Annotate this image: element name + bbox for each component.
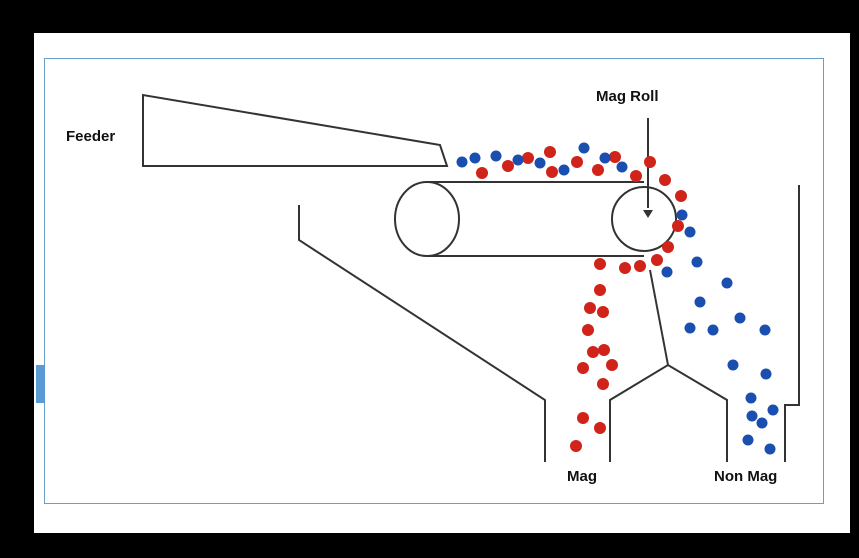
left-chute-wall bbox=[298, 205, 546, 462]
mag-roll-label: Mag Roll bbox=[596, 88, 659, 105]
mag-label: Mag bbox=[567, 468, 597, 485]
non-mag-label: Non Mag bbox=[714, 468, 777, 485]
right-chute-wall bbox=[784, 185, 800, 462]
diagram-panel bbox=[44, 58, 824, 504]
splitter bbox=[609, 363, 728, 462]
non-magnetic-particles bbox=[456, 142, 779, 455]
conveyor-belt bbox=[394, 181, 677, 257]
feeder-label: Feeder bbox=[66, 128, 115, 145]
side-scroll-tab[interactable] bbox=[36, 365, 45, 403]
magnetic-particles bbox=[476, 146, 687, 452]
feeder-shape bbox=[142, 93, 449, 167]
